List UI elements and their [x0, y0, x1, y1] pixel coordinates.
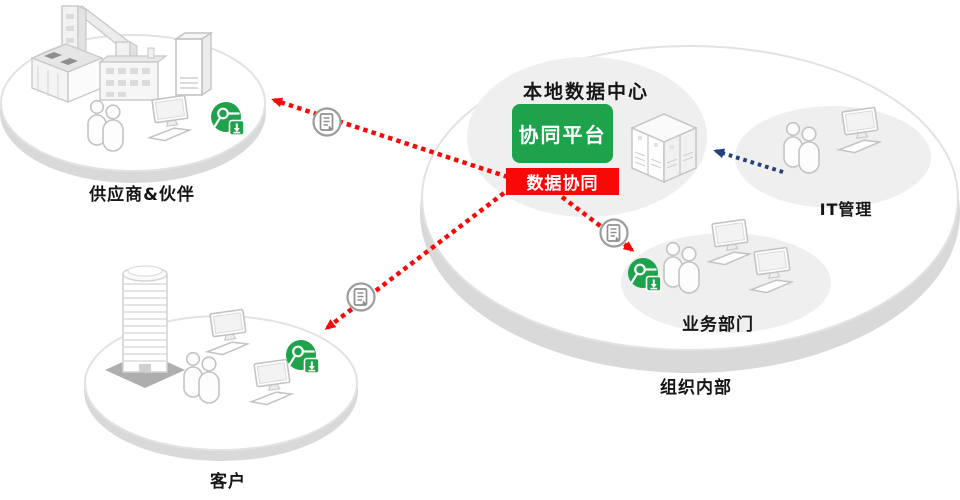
organization-label: 组织内部 — [660, 378, 732, 398]
server-tower-icon — [175, 32, 212, 96]
data-sync-label: 数据协同 — [526, 174, 599, 194]
document-sync-icon — [346, 282, 376, 312]
server-rack-icon — [631, 113, 697, 183]
supplier-label: 供应商&伙伴 — [89, 185, 195, 205]
customer-label: 客户 — [210, 472, 246, 492]
business-dept-label: 业务部门 — [682, 315, 754, 335]
it-bubble — [735, 106, 931, 208]
datasync-arrow-to-supplier — [271, 97, 509, 180]
datacenter-title: 本地数据中心 — [522, 81, 649, 103]
collaboration-platform-label: 协同平台 — [518, 123, 607, 147]
document-sync-icon — [599, 218, 629, 248]
data-sync-box: 数据协同 — [506, 168, 619, 195]
it-management-label: IT管理 — [819, 200, 873, 219]
collaboration-platform-box: 协同平台 — [512, 104, 613, 163]
document-sync-icon — [312, 107, 342, 137]
